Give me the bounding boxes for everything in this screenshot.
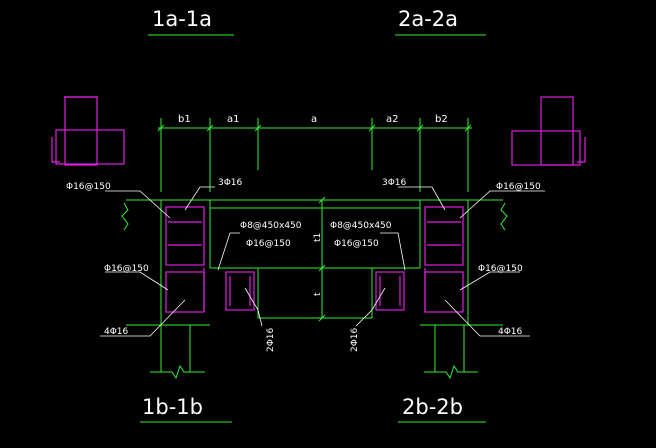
dim-t: t	[313, 292, 323, 296]
label-right-top-bars: 3Φ16	[382, 178, 407, 188]
rebar-right	[375, 206, 464, 313]
structure-outline	[121, 196, 508, 380]
label-left-vertical: 2Φ16	[266, 327, 276, 352]
key-plan-right	[511, 96, 586, 166]
dim-b2: b2	[435, 114, 448, 125]
label-left-bottom-bars: 4Φ16	[104, 327, 129, 337]
dim-t1: t1	[313, 233, 323, 242]
label-right-top-stirrup: Φ16@150	[496, 182, 541, 192]
rebar-left	[165, 206, 255, 313]
dim-a1: a1	[227, 114, 240, 125]
leader-lines	[100, 186, 545, 337]
label-left-mesh: Φ8@450x450	[240, 221, 302, 231]
label-left-top-stirrup: Φ16@150	[66, 182, 111, 192]
label-right-vertical: 2Φ16	[350, 327, 360, 352]
dim-a: a	[311, 114, 317, 125]
key-plan-left	[51, 96, 125, 166]
dimension-chain	[157, 118, 472, 192]
dim-b1: b1	[178, 114, 191, 125]
label-right-bottom-bars: 4Φ16	[498, 327, 523, 337]
title-2b-2b: 2b-2b	[402, 395, 463, 419]
label-right-mid-stirrup: Φ16@150	[478, 264, 523, 274]
title-1b-1b: 1b-1b	[142, 395, 203, 419]
label-left-mid-stirrup: Φ16@150	[104, 264, 149, 274]
title-1a-1a: 1a-1a	[152, 7, 212, 31]
dim-a2: a2	[386, 114, 399, 125]
label-right-mesh-bars: Φ16@150	[334, 239, 379, 249]
label-left-mesh-bars: Φ16@150	[246, 239, 291, 249]
title-2a-2a: 2a-2a	[398, 7, 458, 31]
label-left-top-bars: 3Φ16	[218, 178, 243, 188]
label-right-mesh: Φ8@450x450	[330, 221, 392, 231]
